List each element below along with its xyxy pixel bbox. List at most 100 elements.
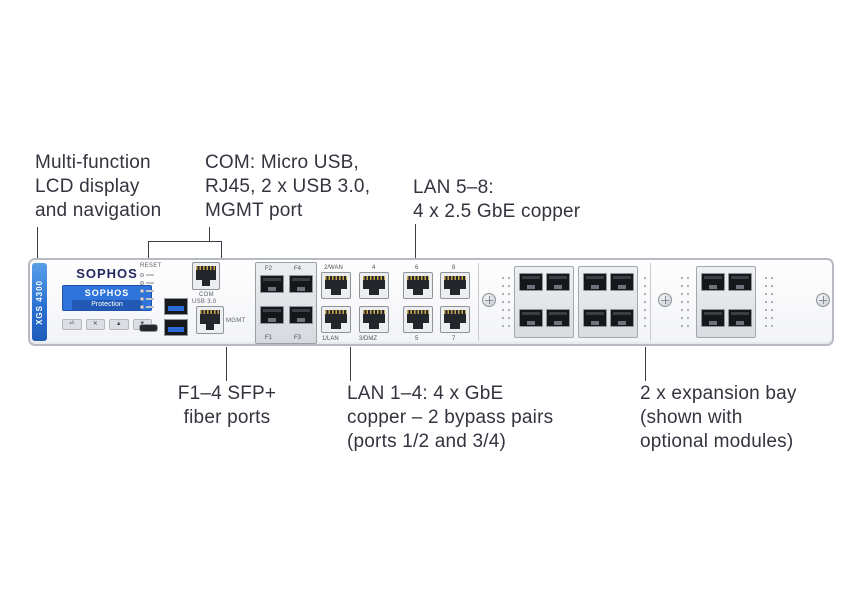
sfp-port-f4 [289,275,313,293]
sfp-cage-f1-f4: F2 F4 F1 F3 [255,262,317,344]
status-leds [140,273,154,313]
port-label-4: 4 [372,265,376,271]
sfp-port [546,309,570,327]
callout-lan-1-4: LAN 1–4: 4 x GbE copper – 2 bypass pairs… [347,383,554,452]
callout-line-lcd [37,227,38,258]
thumbscrew-icon [816,293,830,307]
led-row [140,289,154,293]
lan-group-1-4: 2/WAN 4 1/LAN 3/DMZ [318,262,394,344]
port-label-1-lan: 1/LAN [322,336,339,342]
lan-port-8 [440,272,470,299]
lan-port-7 [440,306,470,333]
usb3-port-1 [164,298,188,315]
bay-divider [650,263,651,341]
port-label-f3: F3 [294,335,302,341]
led-icon [140,297,144,301]
lcd-line1: SOPHOS [84,288,130,298]
nav-enter-button: ⏎ [62,319,82,330]
lan-port-2 [321,272,351,299]
led-tag [146,282,154,284]
led-icon [140,281,144,285]
led-row [140,273,154,277]
led-icon [140,305,144,309]
led-tag [146,298,154,300]
callout-lcd-display: Multi-function LCD display and navigatio… [35,152,162,221]
sfp-port-f2 [260,275,284,293]
led-row [140,281,154,285]
mgmt-label: MGMT [226,318,246,324]
callout-line-lan-5-8 [415,224,416,258]
expansion-module-sfp-1 [514,266,574,338]
callout-line-com-left-leg [148,241,149,258]
led-tag [146,274,154,276]
port-label-8: 8 [452,265,456,271]
port-label-f4: F4 [294,266,302,272]
bay-divider [478,263,479,341]
sfp-port [519,273,543,291]
expansion-module-sfp-3 [696,266,756,338]
lan-port-1 [321,306,351,333]
sfp-port [701,273,725,291]
appliance-front-panel: XGS 4300 SOPHOS SOPHOS Protection ⏎ ✕ ▲ … [28,258,834,346]
callout-line-sfp [226,347,227,381]
thumbscrew-icon [482,293,496,307]
callout-expansion-bays: 2 x expansion bay (shown with optional m… [640,383,797,452]
lan-port-4 [359,272,389,299]
sfp-port [583,309,607,327]
sfp-port [610,273,634,291]
led-row [140,297,154,301]
vent-holes [678,273,690,331]
callout-line-expansion [645,347,646,381]
nav-up-button: ▲ [109,319,129,330]
lcd-screen: SOPHOS Protection [62,285,152,311]
callout-line-com-right-leg [221,241,222,258]
vent-holes [762,273,774,331]
usb-label: USB 3.0 [192,299,217,305]
micro-usb-com-port [139,324,158,332]
sfp-port-f1 [260,306,284,324]
com-label: COM [199,292,214,298]
expansion-module-sfp-2 [578,266,638,338]
led-icon [140,273,144,277]
com-rj45-port [192,262,220,290]
sfp-port [583,273,607,291]
thumbscrew-icon [658,293,672,307]
sfp-port [610,309,634,327]
nav-cancel-button: ✕ [85,319,105,330]
port-label-f1: F1 [265,335,273,341]
mgmt-port [196,306,224,334]
vent-holes [641,273,648,331]
led-row [140,305,154,309]
sfp-port [701,309,725,327]
port-label-6: 6 [415,265,419,271]
sfp-port [546,273,570,291]
led-tag [146,290,154,292]
lan-port-6 [403,272,433,299]
port-label-f2: F2 [265,266,273,272]
callout-line-lan-1-4 [350,347,351,381]
port-label-5: 5 [415,336,419,342]
sophos-logo: SOPHOS [76,266,138,281]
callout-line-com-bracket [148,241,222,242]
lan-group-5-8: 6 8 5 7 [400,262,474,344]
callout-lan-5-8: LAN 5–8: 4 x 2.5 GbE copper [413,177,581,222]
lan-port-5 [403,306,433,333]
sfp-port [728,273,752,291]
callout-sfp-ports: F1–4 SFP+ fiber ports [177,383,277,428]
callout-line-com-stub [209,227,210,242]
led-icon [140,289,144,293]
lan-port-3 [359,306,389,333]
model-badge: XGS 4300 [32,263,47,341]
usb3-port-2 [164,319,188,336]
lcd-line2: Protection [72,300,142,310]
port-label-7: 7 [452,336,456,342]
model-badge-text: XGS 4300 [35,279,44,325]
sfp-port [519,309,543,327]
sfp-port [728,309,752,327]
led-tag [146,306,154,308]
vent-holes [499,273,511,331]
port-label-2-wan: 2/WAN [324,265,343,271]
callout-com-ports: COM: Micro USB, RJ45, 2 x USB 3.0, MGMT … [205,152,371,221]
port-label-3-dmz: 3/DMZ [359,336,377,342]
